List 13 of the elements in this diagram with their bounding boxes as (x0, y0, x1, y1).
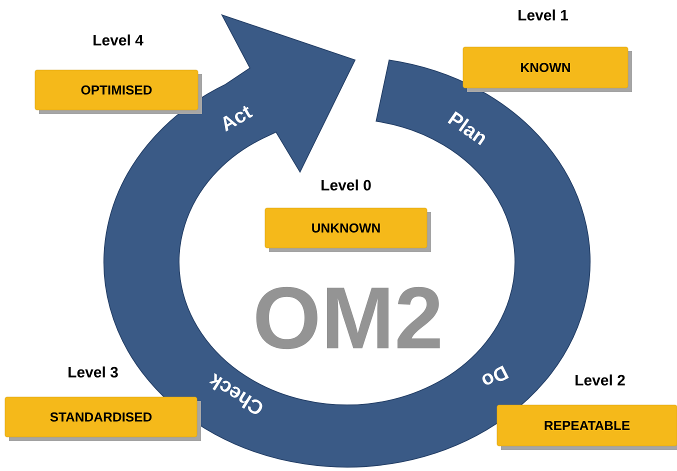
level-heading: Level 3 (68, 366, 118, 378)
stage-label: Act (223, 106, 254, 132)
level-heading: Level 1 (518, 9, 568, 20)
level-box: REPEATABLE (496, 404, 677, 450)
level-heading: Level 2 (576, 374, 625, 386)
level-heading: Level 0 (322, 180, 371, 190)
stage-label: Do (482, 366, 509, 385)
level-box: OPTIMISED (34, 70, 202, 114)
level-box: KNOWN (462, 46, 632, 92)
level-box: STANDARDISED (4, 396, 201, 441)
level-heading: Level 4 (94, 34, 144, 46)
level-box: UNKNOWN (264, 208, 431, 252)
title-text: OM2 (256, 286, 440, 350)
